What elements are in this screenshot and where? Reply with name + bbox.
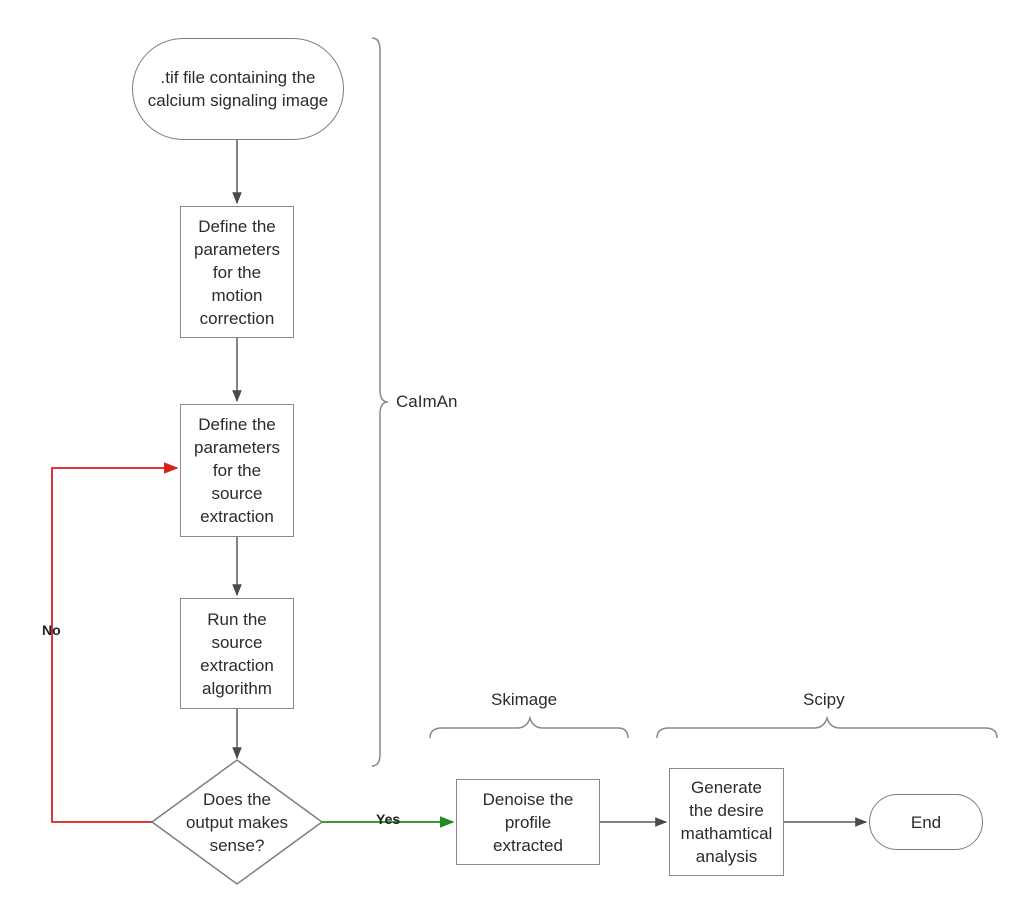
denoise-node: Denoise the profile extracted bbox=[456, 779, 600, 865]
start-node-label: .tif file containing the calcium signali… bbox=[147, 68, 329, 110]
edge-no-loop bbox=[51, 462, 179, 823]
decision-diamond bbox=[150, 759, 324, 885]
motion-correction-label: Define the parameters for the motion cor… bbox=[194, 216, 280, 328]
analysis-label: Generate the desire mathamtical analysis bbox=[680, 778, 773, 866]
end-label: End bbox=[910, 812, 942, 832]
motion-correction-node: Define the parameters for the motion cor… bbox=[180, 206, 294, 338]
source-params-node: Define the parameters for the source ext… bbox=[180, 404, 294, 537]
yes-edge-label: Yes bbox=[376, 811, 401, 827]
decision-node: Does the output makes sense? bbox=[152, 775, 322, 869]
run-extraction-node: Run the source extraction algorithm bbox=[180, 598, 294, 709]
source-params-label: Define the parameters for the source ext… bbox=[194, 415, 280, 526]
scipy-brace bbox=[656, 715, 998, 739]
caiman-group-label: CaImAn bbox=[396, 392, 458, 411]
start-node: .tif file containing the calcium signali… bbox=[132, 38, 344, 140]
run-extraction-label: Run the source extraction algorithm bbox=[200, 609, 274, 698]
skimage-group-label: Skimage bbox=[491, 690, 558, 709]
analysis-node: Generate the desire mathamtical analysis bbox=[669, 768, 784, 876]
decision-label: Does the output makes sense? bbox=[185, 789, 289, 855]
end-node: End bbox=[869, 794, 983, 850]
no-edge-label: No bbox=[42, 622, 61, 638]
scipy-group-label: Scipy bbox=[803, 690, 845, 709]
denoise-label: Denoise the profile extracted bbox=[482, 789, 574, 855]
caiman-brace bbox=[371, 37, 389, 767]
skimage-brace bbox=[429, 715, 629, 739]
